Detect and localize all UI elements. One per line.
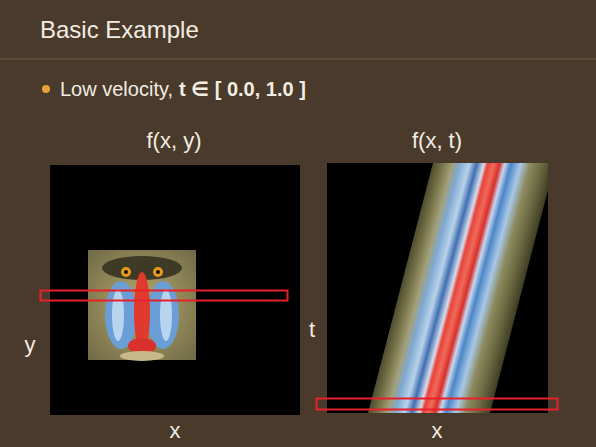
motion-streak	[368, 163, 548, 413]
baboon-image	[88, 250, 196, 361]
axis-label: y	[25, 332, 36, 357]
slide-title: Basic Example	[40, 16, 199, 44]
scanline-box	[317, 399, 558, 410]
bullet-text: Low velocity,	[60, 78, 173, 101]
bullet-math: t ∈ [ 0.0, 1.0 ]	[179, 78, 306, 101]
bullet-dot	[42, 85, 50, 93]
axis-label: x	[432, 418, 443, 443]
axis-label: x	[170, 418, 181, 443]
axes-title: f(x, t)	[412, 128, 462, 153]
scanline-box	[41, 291, 288, 301]
axis-label: t	[309, 317, 315, 342]
axes-title: f(x, y)	[147, 128, 202, 153]
title-rule	[0, 58, 596, 60]
